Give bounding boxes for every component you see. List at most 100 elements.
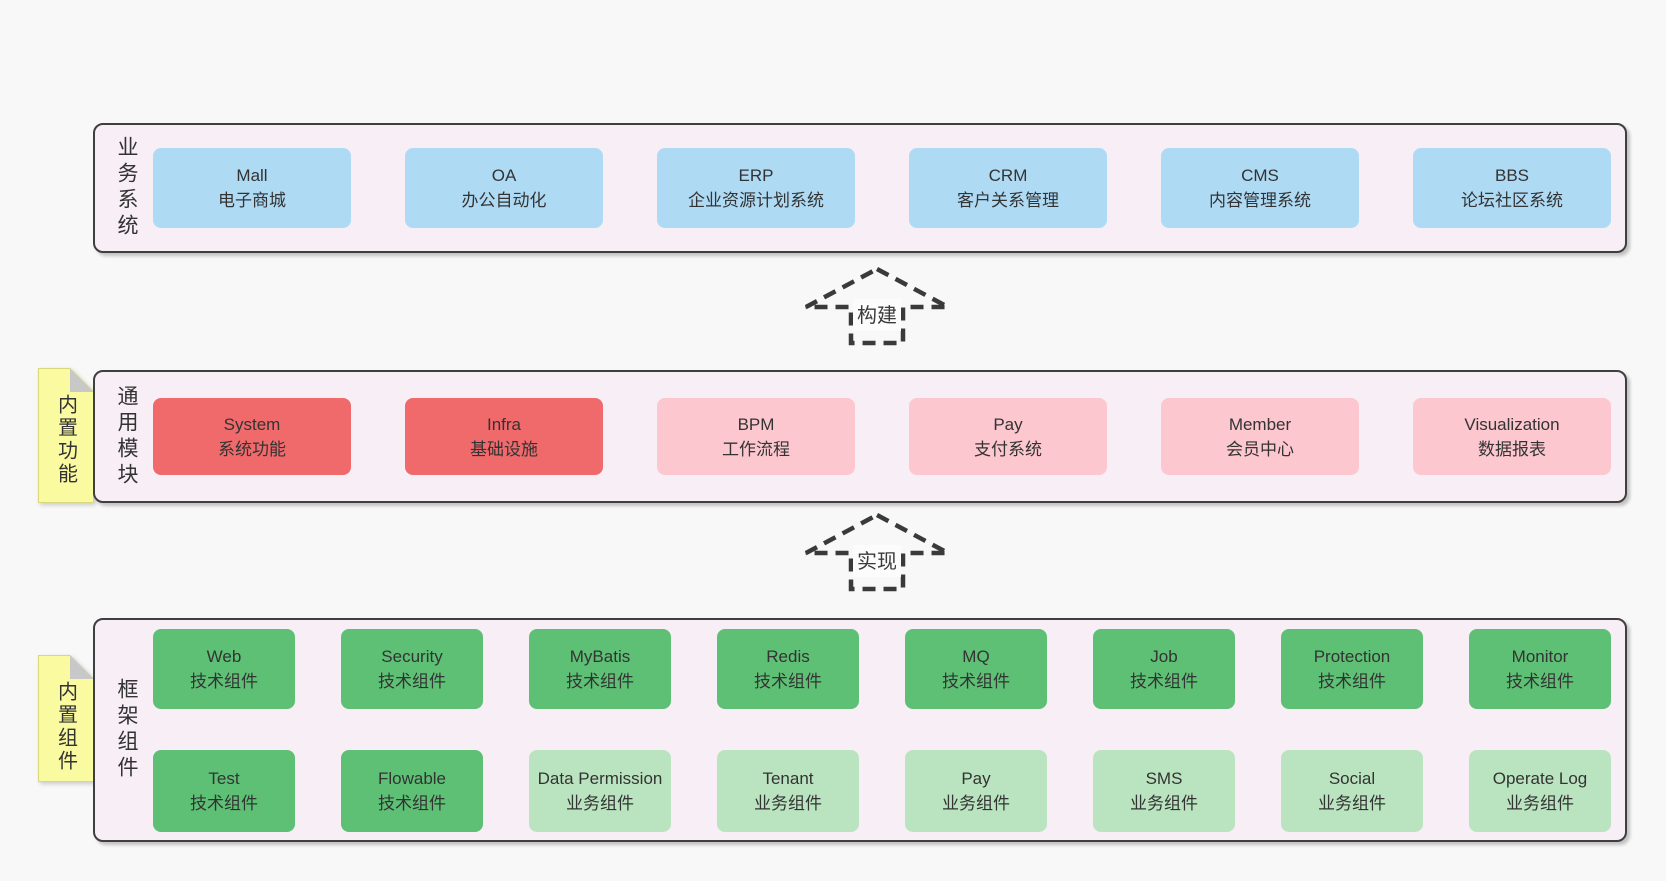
dashed-up-arrow-icon <box>804 512 950 592</box>
box-name: Protection <box>1313 647 1391 666</box>
box-pay-component: Pay 业务组件 <box>905 750 1047 832</box>
box-desc: 内容管理系统 <box>1209 191 1311 210</box>
box-name: Monitor <box>1511 647 1569 666</box>
folded-corner-icon <box>70 655 94 679</box>
box-data-permission: Data Permission 业务组件 <box>529 750 671 832</box>
box-name: CMS <box>1241 166 1279 185</box>
box-desc: 电子商城 <box>218 191 286 210</box>
box-cms: CMS 内容管理系统 <box>1161 148 1359 228</box>
box-name: Test <box>208 769 240 788</box>
box-mq: MQ 技术组件 <box>905 629 1047 709</box>
box-social: Social 业务组件 <box>1281 750 1423 832</box>
arrow-label-background <box>853 545 901 577</box>
arrow-implement: 实现 <box>802 512 952 592</box>
business-systems-row: Mall 电子商城 OA 办公自动化 ERP 企业资源计划系统 CRM 客户关系… <box>153 148 1611 228</box>
box-desc: 技术组件 <box>566 672 634 691</box>
box-redis: Redis 技术组件 <box>717 629 859 709</box>
box-name: Security <box>381 647 443 666</box>
box-desc: 业务组件 <box>942 794 1010 813</box>
box-job: Job 技术组件 <box>1093 629 1235 709</box>
box-desc: 技术组件 <box>190 672 258 691</box>
box-name: Mall <box>236 166 268 185</box>
layer-business-systems: 业务系统 Mall 电子商城 OA 办公自动化 ERP 企业资源计划系统 CRM… <box>93 123 1627 253</box>
box-name: SMS <box>1145 769 1183 788</box>
arrow-build-label: 构建 <box>857 304 897 327</box>
box-monitor: Monitor 技术组件 <box>1469 629 1611 709</box>
common-modules-row: System 系统功能 Infra 基础设施 BPM 工作流程 Pay 支付系统… <box>153 398 1611 475</box>
box-bbs: BBS 论坛社区系统 <box>1413 148 1611 228</box>
box-name: MQ <box>962 647 990 666</box>
dashed-up-arrow-icon <box>804 266 950 346</box>
box-desc: 企业资源计划系统 <box>688 191 824 210</box>
box-desc: 技术组件 <box>378 672 446 691</box>
box-name: Member <box>1228 414 1292 434</box>
box-name: Flowable <box>377 769 447 788</box>
box-desc: 支付系统 <box>974 439 1042 459</box>
box-name: Operate Log <box>1492 769 1588 788</box>
box-system: System 系统功能 <box>153 398 351 475</box>
box-name: BPM <box>737 414 775 434</box>
box-name: Job <box>1150 647 1178 666</box>
box-name: MyBatis <box>569 647 631 666</box>
box-web: Web 技术组件 <box>153 629 295 709</box>
sticky-note-label: 内置组件 <box>54 681 77 773</box>
box-desc: 业务组件 <box>754 794 822 813</box>
box-desc: 业务组件 <box>1318 794 1386 813</box>
box-bpm: BPM 工作流程 <box>657 398 855 475</box>
box-oa: OA 办公自动化 <box>405 148 603 228</box>
box-desc: 基础设施 <box>470 439 538 459</box>
box-name: Social <box>1328 769 1376 788</box>
box-desc: 系统功能 <box>218 439 286 459</box>
box-erp: ERP 企业资源计划系统 <box>657 148 855 228</box>
arrow-implement-label: 实现 <box>857 550 897 573</box>
box-protection: Protection 技术组件 <box>1281 629 1423 709</box>
box-desc: 论坛社区系统 <box>1461 191 1563 210</box>
box-flowable: Flowable 技术组件 <box>341 750 483 832</box>
box-desc: 数据报表 <box>1478 439 1546 459</box>
box-name: Web <box>206 647 242 666</box>
box-operate-log: Operate Log 业务组件 <box>1469 750 1611 832</box>
arrow-build: 构建 <box>802 266 952 346</box>
box-desc: 技术组件 <box>1130 672 1198 691</box>
box-name: Pay <box>993 414 1023 434</box>
box-visualization: Visualization 数据报表 <box>1413 398 1611 475</box>
sticky-note-builtin-components: 内置组件 <box>38 655 94 782</box>
box-name: Visualization <box>1464 414 1560 434</box>
box-desc: 技术组件 <box>378 794 446 813</box>
folded-corner-icon <box>70 368 94 392</box>
box-desc: 技术组件 <box>190 794 258 813</box>
box-desc: 客户关系管理 <box>957 191 1059 210</box>
box-name: Data Permission <box>537 769 663 788</box>
box-desc: 技术组件 <box>1318 672 1386 691</box>
framework-components-row-2: Test 技术组件 Flowable 技术组件 Data Permission … <box>153 742 1611 840</box>
box-desc: 技术组件 <box>754 672 822 691</box>
box-infra: Infra 基础设施 <box>405 398 603 475</box>
box-name: BBS <box>1494 166 1530 185</box>
box-desc: 业务组件 <box>1130 794 1198 813</box>
box-tenant: Tenant 业务组件 <box>717 750 859 832</box>
box-name: Redis <box>766 647 810 666</box>
sticky-note-label: 内置功能 <box>54 394 77 486</box>
box-mall: Mall 电子商城 <box>153 148 351 228</box>
box-name: System <box>223 414 281 434</box>
box-name: ERP <box>738 166 774 185</box>
layer-common-modules-label: 通用模块 <box>115 384 138 489</box>
box-desc: 业务组件 <box>566 794 634 813</box>
box-sms: SMS 业务组件 <box>1093 750 1235 832</box>
box-desc: 办公自动化 <box>461 191 547 210</box>
box-desc: 业务组件 <box>1506 794 1574 813</box>
framework-components-row-1: Web 技术组件 Security 技术组件 MyBatis 技术组件 Redi… <box>153 620 1611 718</box>
box-security: Security 技术组件 <box>341 629 483 709</box>
box-desc: 技术组件 <box>942 672 1010 691</box>
box-pay-module: Pay 支付系统 <box>909 398 1107 475</box>
box-test: Test 技术组件 <box>153 750 295 832</box>
box-mybatis: MyBatis 技术组件 <box>529 629 671 709</box>
box-desc: 会员中心 <box>1226 439 1294 459</box>
box-name: OA <box>491 166 517 185</box>
box-desc: 技术组件 <box>1506 672 1574 691</box>
box-crm: CRM 客户关系管理 <box>909 148 1107 228</box>
arrow-label-background <box>853 299 901 331</box>
box-desc: 工作流程 <box>722 439 790 459</box>
box-name: Infra <box>486 414 522 434</box>
